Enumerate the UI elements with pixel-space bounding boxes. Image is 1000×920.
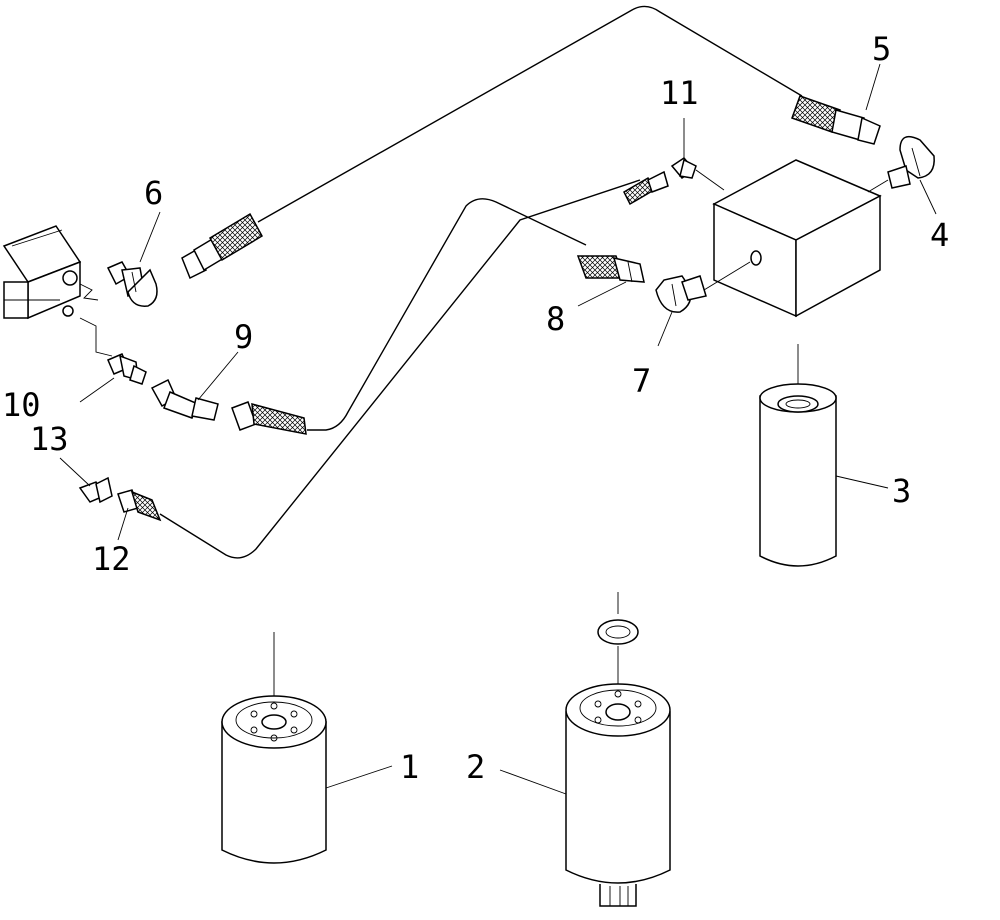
elbow-fitting-6 xyxy=(106,261,158,307)
small-elbow-13 xyxy=(78,476,113,504)
callout-7: 7 xyxy=(632,362,651,400)
callout-1: 1 xyxy=(400,748,419,786)
callout-11: 11 xyxy=(660,74,699,112)
filter-3 xyxy=(759,344,837,567)
elbow-fitting-7 xyxy=(655,275,707,313)
leader-4 xyxy=(919,179,937,215)
leader-5 xyxy=(865,63,881,111)
elbow-fitting-9 xyxy=(150,378,307,435)
mounting-block xyxy=(2,225,113,357)
callout-3: 3 xyxy=(892,472,911,510)
hose-middle xyxy=(307,198,587,431)
hose-lower xyxy=(159,179,641,559)
hose-end-8 xyxy=(576,255,645,283)
leader-1 xyxy=(325,765,393,789)
small-hose-end-12 xyxy=(117,489,162,522)
leader-10 xyxy=(79,377,115,403)
callout-10: 10 xyxy=(2,386,41,424)
hose-end-5 xyxy=(791,95,881,145)
callout-2: 2 xyxy=(466,748,485,786)
leader-8 xyxy=(577,281,627,307)
leader-9 xyxy=(197,351,239,401)
filter-1 xyxy=(221,632,327,864)
hose-end-upper-left xyxy=(181,212,264,280)
filter-2 xyxy=(565,592,671,907)
leader-13 xyxy=(59,457,91,487)
leader-12 xyxy=(117,507,129,541)
hose-upper xyxy=(257,5,803,223)
callout-12: 12 xyxy=(92,540,131,578)
callout-5: 5 xyxy=(872,30,891,68)
filter-head-block xyxy=(703,159,882,318)
straight-connector-10 xyxy=(107,353,147,385)
callout-4: 4 xyxy=(930,216,949,254)
small-hose-end-upper xyxy=(623,170,669,206)
leader-3 xyxy=(835,475,889,489)
leader-6 xyxy=(139,211,161,263)
callout-8: 8 xyxy=(546,300,565,338)
callout-6: 6 xyxy=(144,174,163,212)
leader-7 xyxy=(657,311,673,347)
callout-13: 13 xyxy=(30,420,69,458)
elbow-fitting-4 xyxy=(867,135,935,193)
small-elbow-11 xyxy=(670,157,725,191)
callout-9: 9 xyxy=(234,318,253,356)
leader-2 xyxy=(499,769,567,795)
